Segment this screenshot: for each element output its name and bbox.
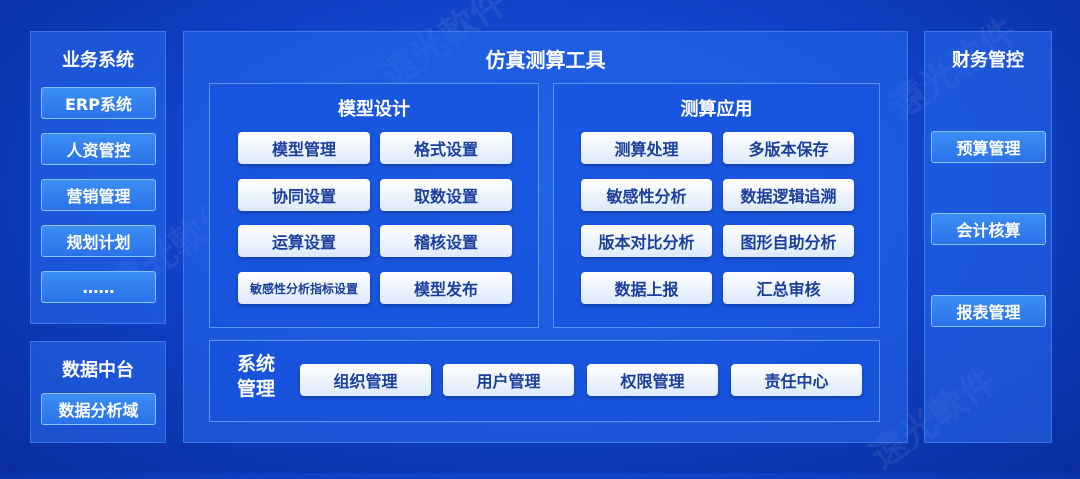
- budget-management-button[interactable]: 预算管理: [931, 131, 1046, 163]
- data-center-panel: 数据中台 数据分析域: [30, 341, 166, 443]
- hr-control-button[interactable]: 人资管控: [41, 133, 156, 165]
- collaboration-settings-button[interactable]: 协同设置: [238, 179, 370, 211]
- graphic-self-analysis-button[interactable]: 图形自助分析: [723, 225, 854, 257]
- multi-version-save-button[interactable]: 多版本保存: [723, 132, 854, 164]
- data-analysis-domain-button[interactable]: 数据分析域: [41, 393, 156, 425]
- data-report-button[interactable]: 数据上报: [581, 272, 712, 304]
- version-compare-button[interactable]: 版本对比分析: [581, 225, 712, 257]
- business-system-title: 业务系统: [62, 50, 134, 71]
- permission-management-button[interactable]: 权限管理: [587, 364, 718, 396]
- responsibility-center-button[interactable]: 责任中心: [731, 364, 862, 396]
- planning-button[interactable]: 规划计划: [41, 225, 156, 257]
- calculation-settings-button[interactable]: 运算设置: [238, 225, 370, 257]
- data-fetch-settings-button[interactable]: 取数设置: [380, 179, 512, 211]
- audit-settings-button[interactable]: 稽核设置: [380, 225, 512, 257]
- data-logic-trace-button[interactable]: 数据逻辑追溯: [723, 179, 854, 211]
- system-title-line2: 管理: [236, 378, 275, 400]
- model-publish-button[interactable]: 模型发布: [380, 272, 512, 304]
- data-center-title: 数据中台: [62, 360, 134, 381]
- summary-review-button[interactable]: 汇总审核: [723, 272, 854, 304]
- sensitivity-indicator-settings-button[interactable]: 敏感性分析指标设置: [238, 272, 370, 304]
- organization-management-button[interactable]: 组织管理: [300, 364, 431, 396]
- system-title-line1: 系统: [236, 353, 275, 375]
- user-management-button[interactable]: 用户管理: [443, 364, 574, 396]
- format-settings-button[interactable]: 格式设置: [380, 132, 512, 164]
- model-management-button[interactable]: 模型管理: [238, 132, 370, 164]
- financial-control-panel: 财务管控 预算管理 会计核算 报表管理: [924, 31, 1052, 443]
- calculation-processing-button[interactable]: 测算处理: [581, 132, 712, 164]
- sensitivity-analysis-button[interactable]: 敏感性分析: [581, 179, 712, 211]
- simulation-tool-title: 仿真测算工具: [485, 48, 606, 72]
- more-button[interactable]: ……: [41, 271, 156, 303]
- financial-control-title: 财务管控: [952, 50, 1024, 71]
- report-management-button[interactable]: 报表管理: [931, 295, 1046, 327]
- model-design-title: 模型设计: [338, 99, 410, 120]
- system-management-title: 系统 管理: [226, 352, 286, 402]
- erp-system-button[interactable]: ERP系统: [41, 87, 156, 119]
- accounting-button[interactable]: 会计核算: [931, 213, 1046, 245]
- calculation-app-title: 测算应用: [680, 99, 753, 120]
- marketing-management-button[interactable]: 营销管理: [41, 179, 156, 211]
- business-system-panel: 业务系统 ERP系统 人资管控 营销管理 规划计划 ……: [30, 31, 166, 324]
